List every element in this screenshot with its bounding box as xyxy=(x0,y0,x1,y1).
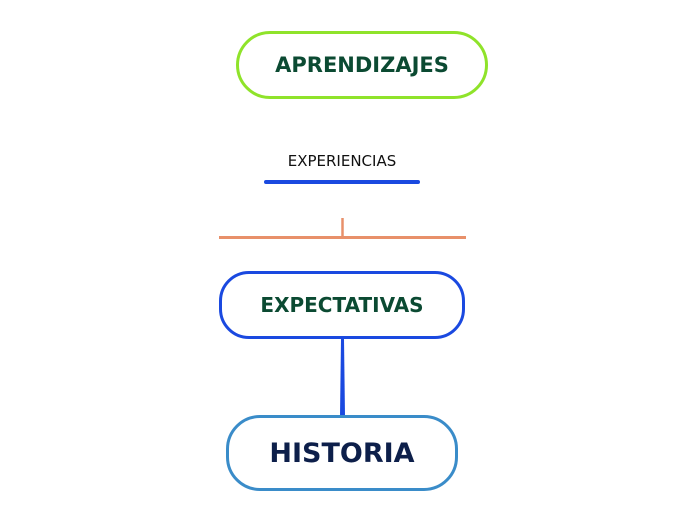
node-aprendizajes[interactable]: APRENDIZAJES xyxy=(236,31,488,99)
node-experiencias-underline xyxy=(264,180,420,184)
node-historia-label: HISTORIA xyxy=(269,437,415,469)
node-expectativas[interactable]: EXPECTATIVAS xyxy=(219,271,465,339)
blue-connector-expectativas-historia xyxy=(340,339,345,416)
node-experiencias-label[interactable]: EXPERIENCIAS xyxy=(287,152,397,170)
node-expectativas-label: EXPECTATIVAS xyxy=(260,293,424,317)
node-historia[interactable]: HISTORIA xyxy=(226,415,458,491)
node-aprendizajes-label: APRENDIZAJES xyxy=(275,53,449,77)
